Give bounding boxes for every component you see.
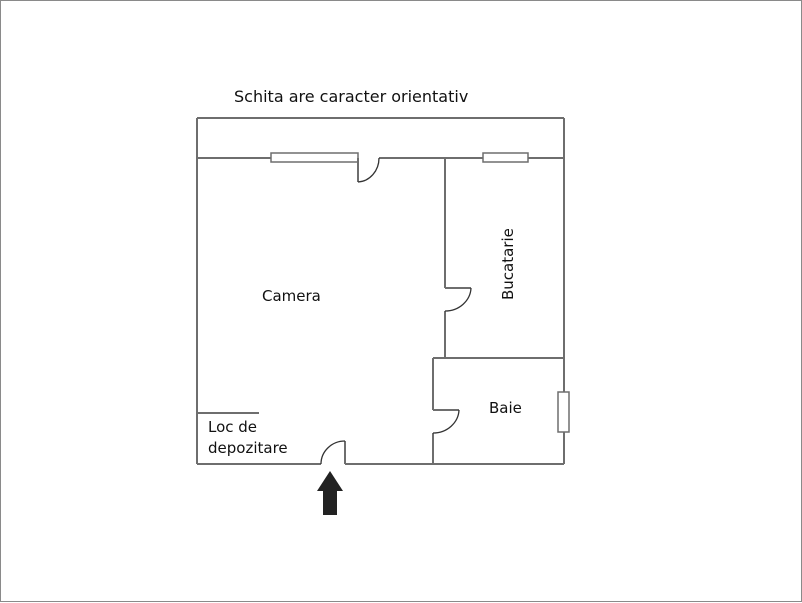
room-label-baie: Baie: [489, 399, 522, 417]
kitchen-partition-wall: [444, 158, 472, 358]
door-entrance: [320, 440, 346, 465]
bathroom-walls: [432, 357, 564, 464]
arrow-up-icon: [317, 471, 343, 515]
room-label-bucatarie: Bucatarie: [499, 228, 517, 300]
outer-walls: [196, 117, 565, 465]
room-label-camera: Camera: [262, 287, 321, 305]
room-label-depozitare-line2: depozitare: [208, 439, 288, 457]
window-bucatarie: [482, 152, 529, 163]
window-camera: [270, 152, 359, 163]
window-baie: [557, 391, 570, 433]
door-balcony: [357, 157, 380, 183]
plan-title: Schita are caracter orientativ: [234, 87, 468, 106]
room-label-depozitare-line1: Loc de: [208, 418, 257, 436]
